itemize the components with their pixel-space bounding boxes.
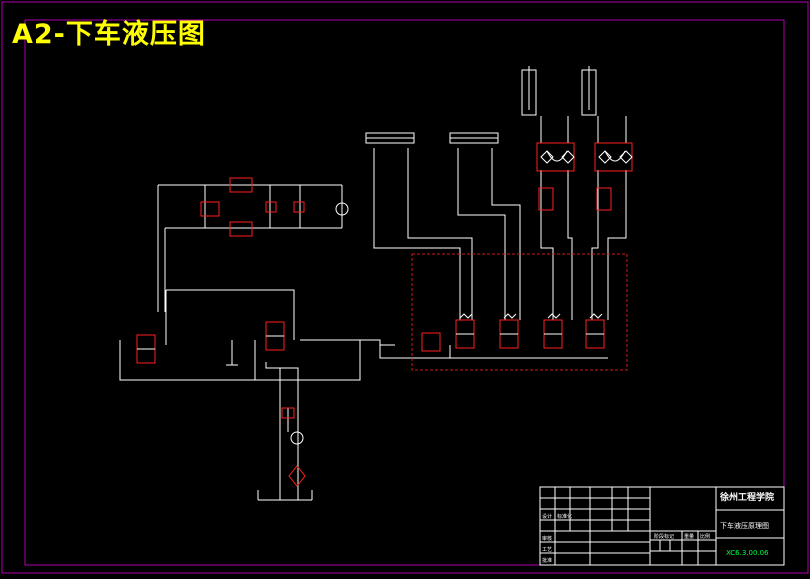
check-valve-left <box>200 201 220 217</box>
oil-filter <box>288 465 306 487</box>
drawing-name: 下车液压原理图 <box>720 521 769 530</box>
filter-valve <box>281 407 295 419</box>
tb-label-2: 标准化 <box>557 513 572 520</box>
tb-label-8: 比例 <box>700 533 710 540</box>
drawing-title: A2-下车液压图 <box>12 19 206 50</box>
relief-valve-bottom <box>229 221 253 237</box>
relief-valve-top <box>229 177 253 193</box>
school-name: 徐州工程学院 <box>719 491 774 503</box>
check-valve-outrigger-1 <box>538 187 554 211</box>
tb-label-1: 设计 <box>542 513 552 520</box>
relief-valve-manifold <box>421 332 441 352</box>
inner-frame <box>24 19 785 566</box>
hydraulic-lines <box>119 116 627 501</box>
tb-label-5: 批准 <box>542 557 552 564</box>
multiway-valve-block <box>411 253 628 371</box>
valve-internals <box>137 150 633 445</box>
title-block <box>539 486 785 566</box>
pump <box>290 431 304 445</box>
title-block-labels: 设计 标准化 审核 工艺 批准 阶段标记 重量 比例 <box>542 513 710 564</box>
tb-label-7: 重量 <box>684 533 694 540</box>
check-valve-right <box>293 201 305 213</box>
cylinders <box>365 66 597 144</box>
hydraulic-lock-1 <box>536 142 575 172</box>
check-valve-mid <box>265 201 277 213</box>
check-valve-outrigger-2 <box>596 187 612 211</box>
tb-label-3: 审核 <box>542 535 552 542</box>
tb-label-4: 工艺 <box>542 547 552 553</box>
tb-label-6: 阶段标记 <box>654 533 674 540</box>
drawing-number: XC6.3.00.06 <box>726 549 769 557</box>
valve-components <box>136 142 633 487</box>
hydraulic-lock-2 <box>594 142 633 172</box>
